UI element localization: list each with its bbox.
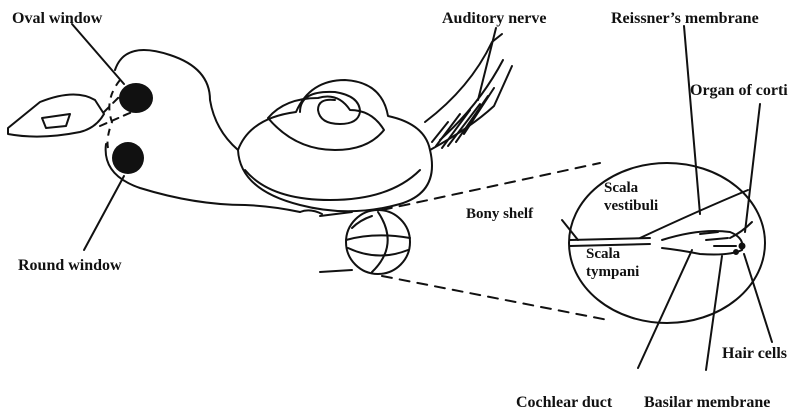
pointer-cochlear-duct — [638, 250, 692, 368]
cochlea-cross-section-enlarged — [569, 163, 765, 323]
pointer-reissners-membrane — [684, 26, 700, 214]
pointer-oval-window — [72, 24, 124, 84]
cochlea-cross-section-small — [346, 210, 410, 274]
stapes-drawing — [8, 86, 132, 137]
label-basilar-membrane: Basilar membrane — [644, 394, 770, 412]
pointer-basilar-membrane — [706, 256, 722, 370]
pointer-hair-cells — [744, 254, 772, 342]
label-scala-tympani-line2: tympani — [586, 264, 639, 281]
label-scala-tympani-line1: Scala — [586, 246, 620, 263]
oval-window-shape — [119, 83, 153, 113]
label-bony-shelf: Bony shelf — [466, 206, 533, 223]
label-auditory-nerve: Auditory nerve — [442, 10, 546, 28]
label-round-window: Round window — [18, 257, 122, 275]
label-oval-window: Oval window — [12, 10, 102, 28]
label-scala-vestibuli-line1: Scala — [604, 180, 638, 197]
auditory-nerve-drawing — [425, 34, 512, 150]
label-hair-cells: Hair cells — [722, 345, 787, 363]
label-scala-vestibuli-line2: vestibuli — [604, 198, 658, 215]
pointer-round-window — [84, 176, 124, 250]
label-cochlear-duct: Cochlear duct — [516, 394, 612, 412]
zoom-line-bottom — [382, 276, 608, 320]
zoom-line-top — [382, 163, 600, 210]
label-organ-of-corti: Organ of corti — [690, 82, 788, 100]
round-window-shape — [112, 142, 144, 174]
cochlea-shell — [238, 80, 432, 211]
label-reissners-membrane: Reissner’s membrane — [611, 10, 759, 28]
